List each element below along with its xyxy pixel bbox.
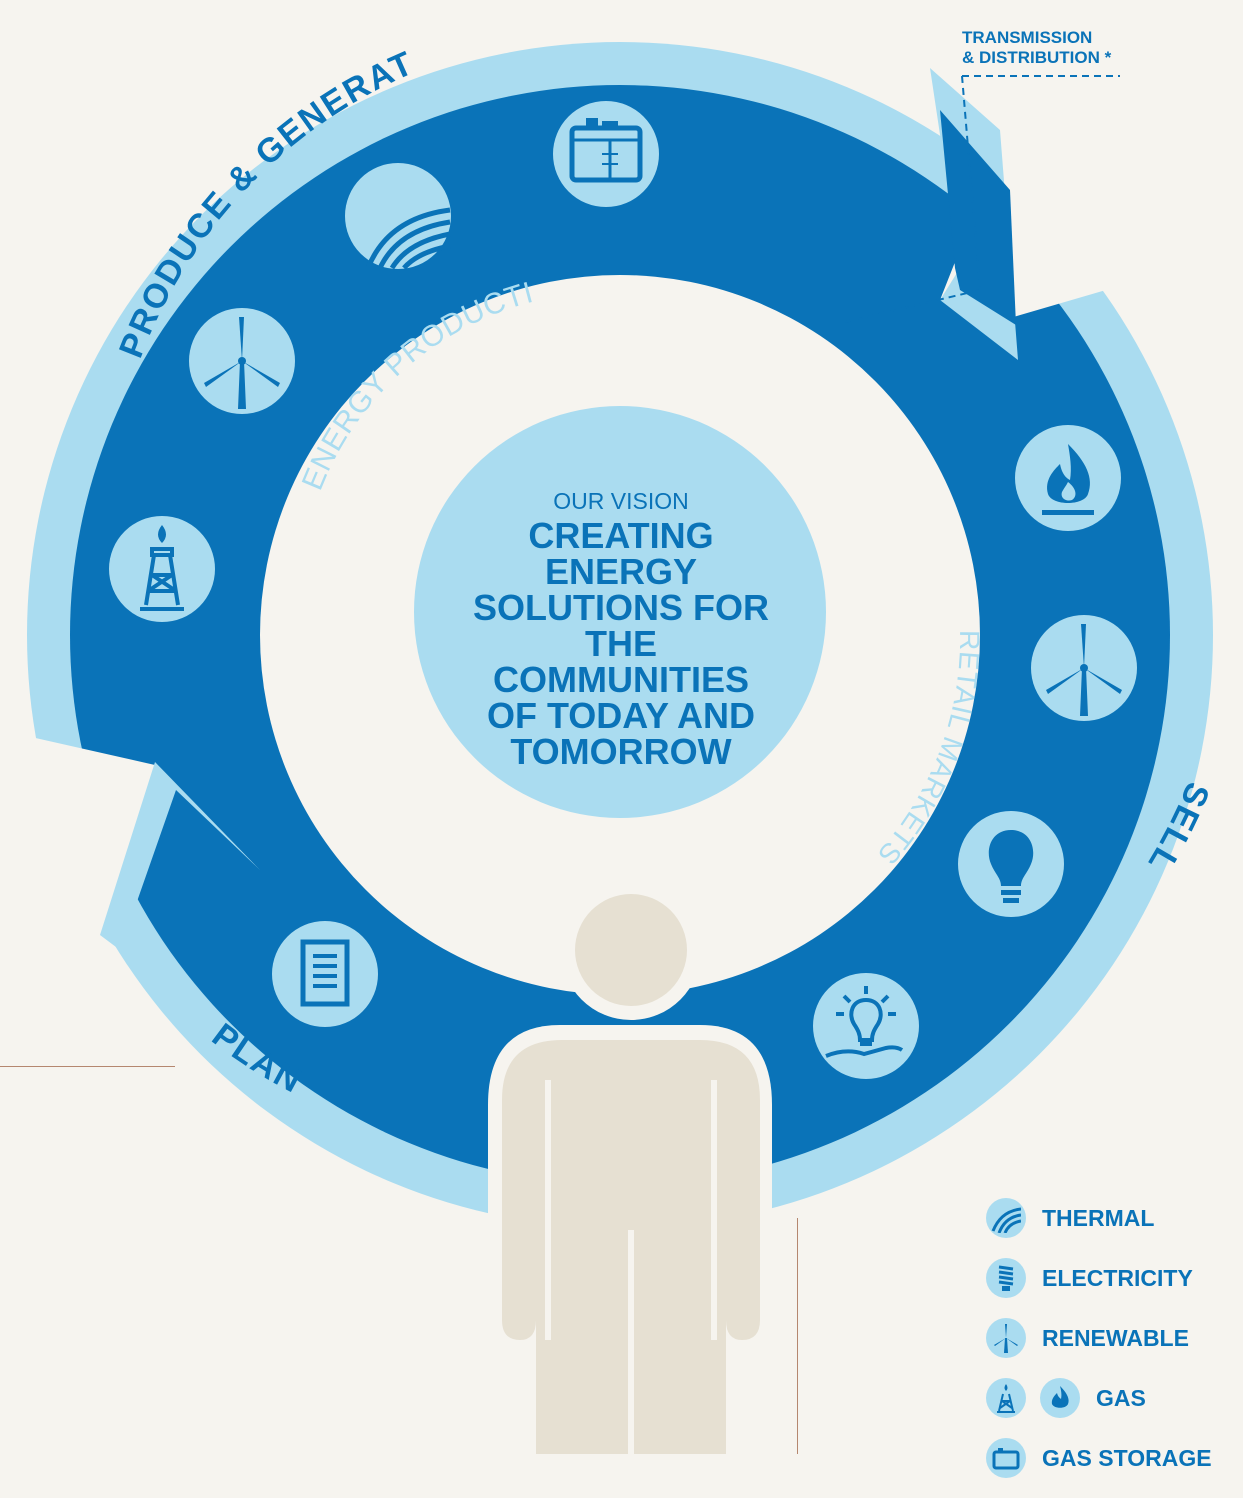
cycle-graphic: PRODUCE & GENERATE SELL PLAN ENERGY PROD… bbox=[0, 0, 1215, 1454]
thermal-icon bbox=[345, 163, 451, 270]
legend-label: GAS STORAGE bbox=[1042, 1444, 1212, 1471]
energy-cycle-diagram: PRODUCE & GENERATE SELL PLAN ENERGY PROD… bbox=[0, 0, 1215, 1478]
transmission-distribution-label: TRANSMISSION & DISTRIBUTION * bbox=[962, 28, 1112, 67]
oil-derrick-icon bbox=[986, 1378, 1026, 1418]
person-head bbox=[575, 894, 687, 1006]
bulb-in-hand-icon bbox=[813, 973, 919, 1079]
transmission-arrow-dark bbox=[940, 110, 1016, 325]
oil-derrick-icon bbox=[109, 516, 215, 622]
document-icon bbox=[272, 921, 378, 1027]
plan-arrow-light bbox=[100, 762, 260, 950]
legend-item-gas: GAS bbox=[986, 1378, 1212, 1418]
legend-label: ELECTRICITY bbox=[1042, 1264, 1193, 1291]
wind-turbine-icon bbox=[986, 1318, 1026, 1358]
vision-kicker: OUR VISION bbox=[553, 488, 689, 514]
legend-item-gas-storage: GAS STORAGE bbox=[986, 1438, 1212, 1478]
cfl-bulb-icon bbox=[986, 1258, 1026, 1298]
legend-item-electricity: ELECTRICITY bbox=[986, 1258, 1212, 1298]
divider-vertical bbox=[797, 1218, 798, 1454]
storage-tank-icon bbox=[553, 101, 659, 207]
transmission-dashed-line bbox=[844, 75, 1120, 323]
wind-turbine-icon bbox=[1031, 615, 1137, 721]
flame-icon bbox=[1015, 425, 1121, 531]
legend-label: GAS bbox=[1096, 1384, 1146, 1411]
legend-item-thermal: THERMAL bbox=[986, 1198, 1212, 1238]
legend: THERMAL ELECTRICITY RENEWABLE GAS bbox=[986, 1198, 1212, 1498]
legend-item-renewable: RENEWABLE bbox=[986, 1318, 1212, 1358]
divider-horizontal bbox=[0, 1066, 175, 1067]
vision-disc bbox=[414, 406, 826, 818]
legend-label: THERMAL bbox=[1042, 1204, 1155, 1231]
vision-text: CREATING ENERGY SOLUTIONS FOR THE COMMUN… bbox=[473, 515, 769, 772]
flame-icon bbox=[1040, 1378, 1080, 1418]
light-bulb-icon bbox=[958, 811, 1064, 917]
storage-tank-icon bbox=[986, 1438, 1026, 1478]
vision-statement: OUR VISION CREATING ENERGY SOLUTIONS FOR… bbox=[463, 488, 779, 770]
person-figure bbox=[488, 880, 772, 1454]
legend-label: RENEWABLE bbox=[1042, 1324, 1189, 1351]
thermal-icon bbox=[986, 1198, 1026, 1238]
wind-turbine-icon bbox=[189, 308, 295, 414]
